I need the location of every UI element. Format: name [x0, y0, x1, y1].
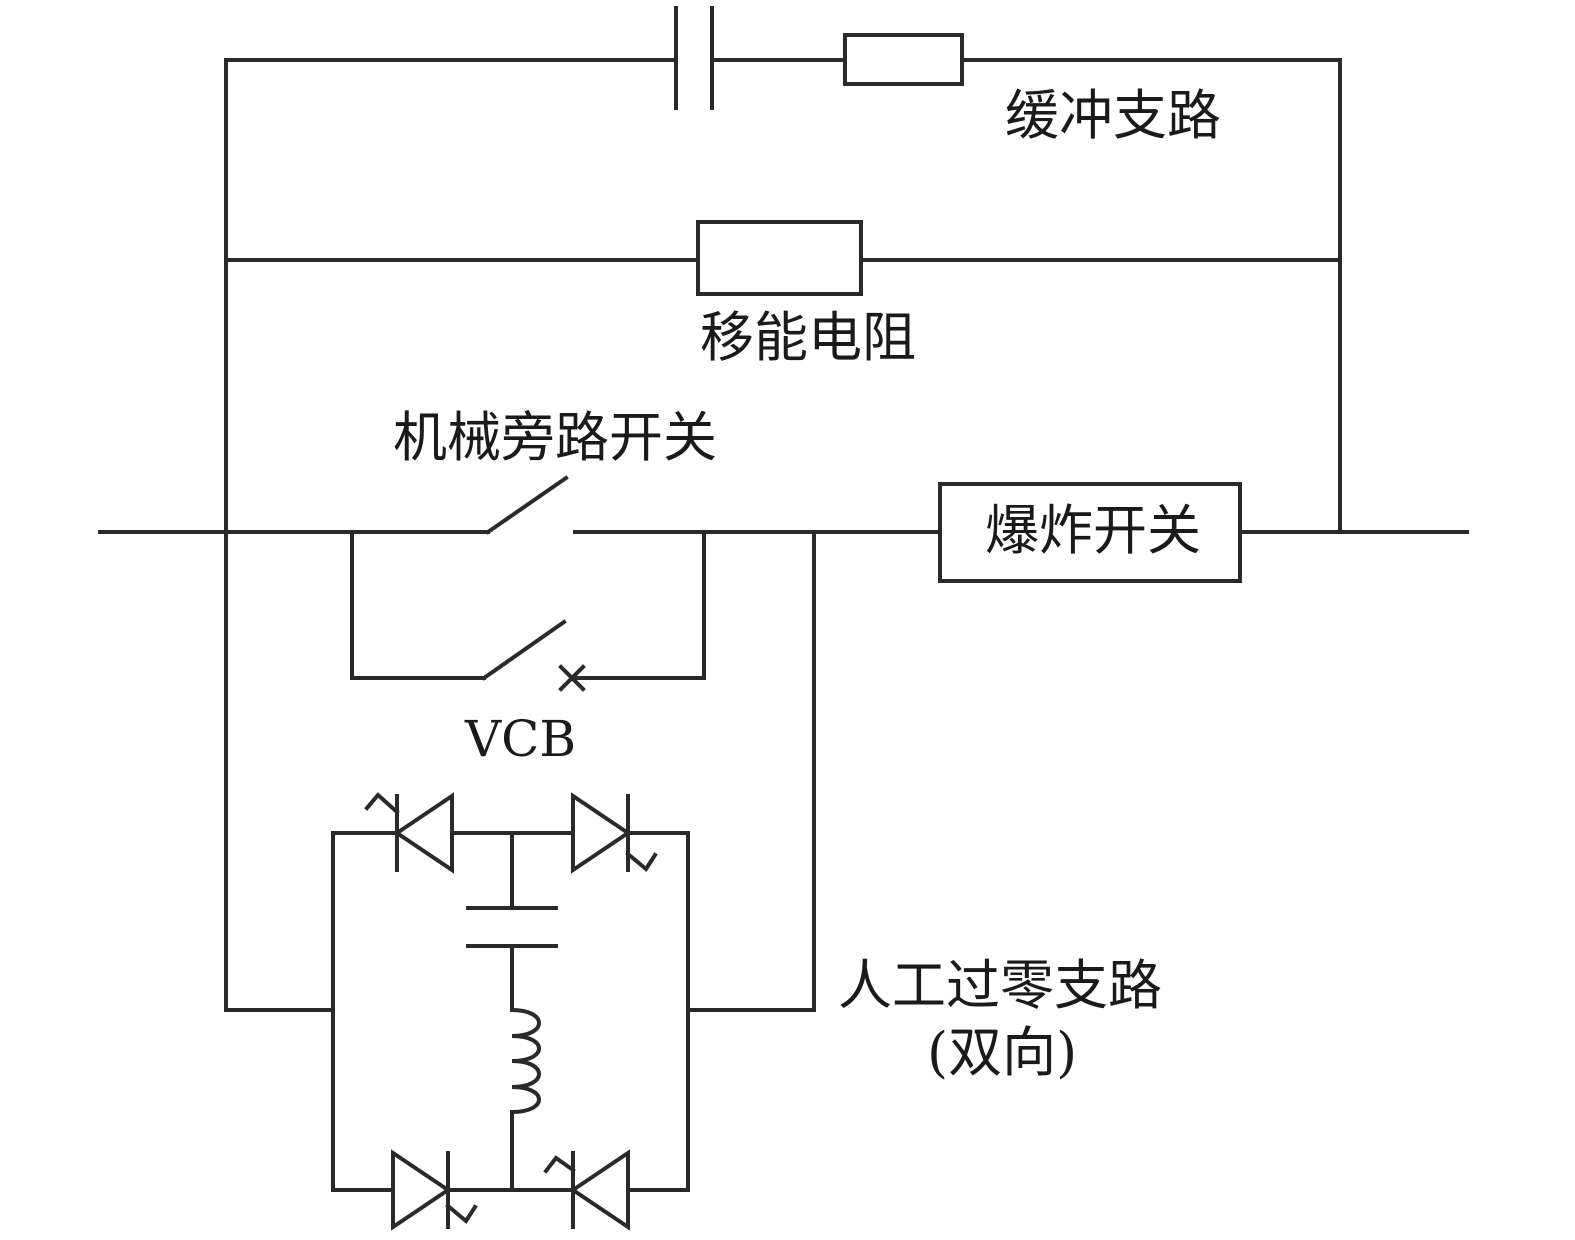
lc-capacitor — [466, 906, 558, 948]
outer-frame-wires — [224, 58, 1342, 1012]
energy-resistor-branch — [224, 220, 1342, 296]
thyristor-bottom-left — [391, 1149, 478, 1231]
bypass-switch — [485, 475, 569, 535]
snubber-resistor — [843, 33, 964, 86]
bidirectional-label: (双向) — [927, 1021, 1077, 1084]
vcb-loop — [350, 530, 706, 692]
thyristor-top-left — [364, 792, 454, 874]
bypass-switch-label: 机械旁路开关 — [393, 406, 717, 469]
energy-resistor-label: 移能电阻 — [700, 306, 916, 369]
snubber-capacitor — [674, 6, 714, 110]
thyristor-top-right — [571, 792, 658, 874]
vcb-contact-cross-icon — [558, 664, 586, 692]
energy-resistor — [696, 220, 863, 296]
snubber-label: 缓冲支路 — [1005, 84, 1221, 147]
thyristor-bottom-right — [543, 1149, 630, 1231]
explosive-switch — [938, 482, 1242, 583]
explosive-switch-label: 爆炸开关 — [985, 499, 1201, 562]
vcb-label: VCB — [464, 710, 576, 768]
zero-crossing-wires — [224, 530, 816, 1192]
lc-inductor — [509, 1007, 541, 1115]
snubber-branch — [224, 6, 1342, 110]
zero-crossing-label: 人工过零支路 — [838, 954, 1162, 1017]
